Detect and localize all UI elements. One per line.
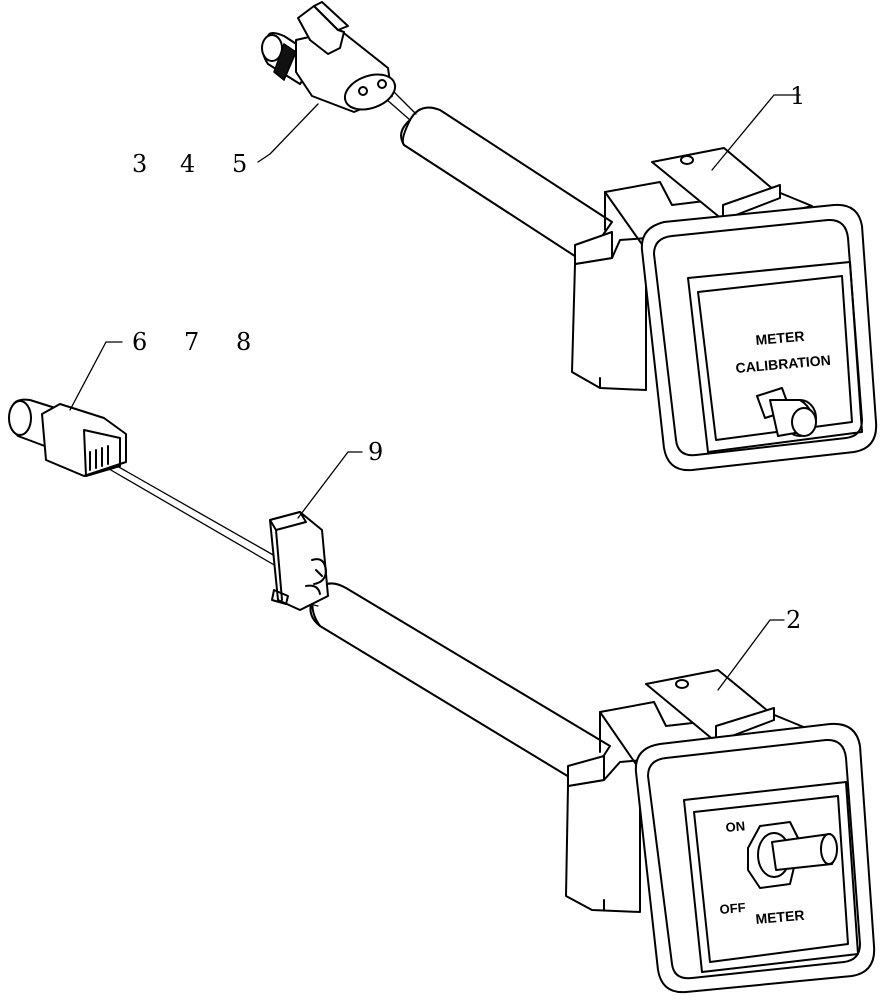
lower-panel-on-label: ON — [725, 818, 746, 835]
lower-connector — [8, 398, 127, 477]
lower-thin-wires — [103, 461, 283, 567]
upper-mounting-clip — [651, 147, 781, 221]
callout-leaders-upper — [257, 94, 801, 171]
lower-cable — [299, 582, 611, 787]
callout-4: 4 — [180, 150, 195, 178]
lower-toggle-switch[interactable] — [747, 821, 838, 889]
upper-switch-housing — [571, 181, 813, 391]
upper-connector — [261, 1, 397, 113]
lower-switch-assembly: ON OFF METER — [103, 461, 876, 994]
lower-panel-off-label: OFF — [719, 900, 746, 917]
callout-8: 8 — [236, 328, 251, 356]
upper-switch-bezel — [640, 203, 878, 472]
callout-5: 5 — [232, 150, 247, 178]
callout-7: 7 — [184, 328, 199, 356]
callout-leaders-lower — [69, 341, 785, 691]
lower-mounting-clip — [645, 669, 775, 743]
upper-panel-label-line1: METER — [755, 328, 805, 348]
callout-6: 6 — [132, 328, 147, 356]
callout-1: 1 — [790, 82, 805, 110]
callout-2: 2 — [786, 606, 801, 634]
callout-9: 9 — [368, 438, 383, 466]
wire-connector-9 — [269, 511, 329, 611]
lower-panel-meter-label: METER — [755, 907, 805, 927]
lower-switch-housing — [565, 701, 807, 913]
upper-switch-assembly: METER CALIBRATION — [377, 85, 878, 472]
upper-calibration-knob[interactable] — [756, 387, 817, 437]
upper-cable — [377, 85, 613, 263]
callout-3: 3 — [132, 150, 147, 178]
